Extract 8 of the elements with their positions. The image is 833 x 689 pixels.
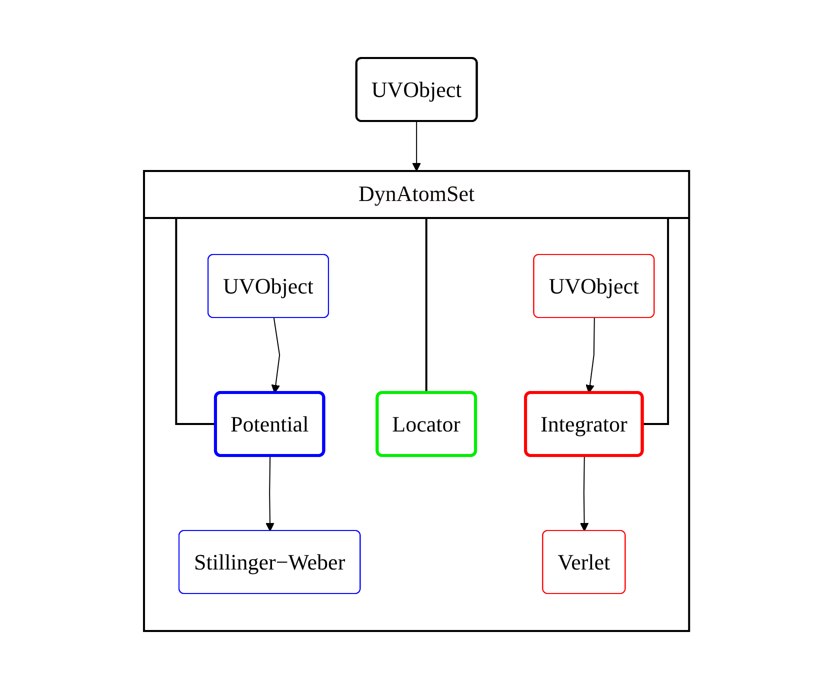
connector — [175, 218, 216, 425]
arrow — [266, 456, 274, 532]
arrow — [271, 318, 280, 394]
arrow — [580, 456, 589, 532]
arrow — [586, 318, 595, 394]
connector — [425, 218, 428, 392]
connector — [642, 218, 669, 425]
arrow — [412, 120, 421, 172]
